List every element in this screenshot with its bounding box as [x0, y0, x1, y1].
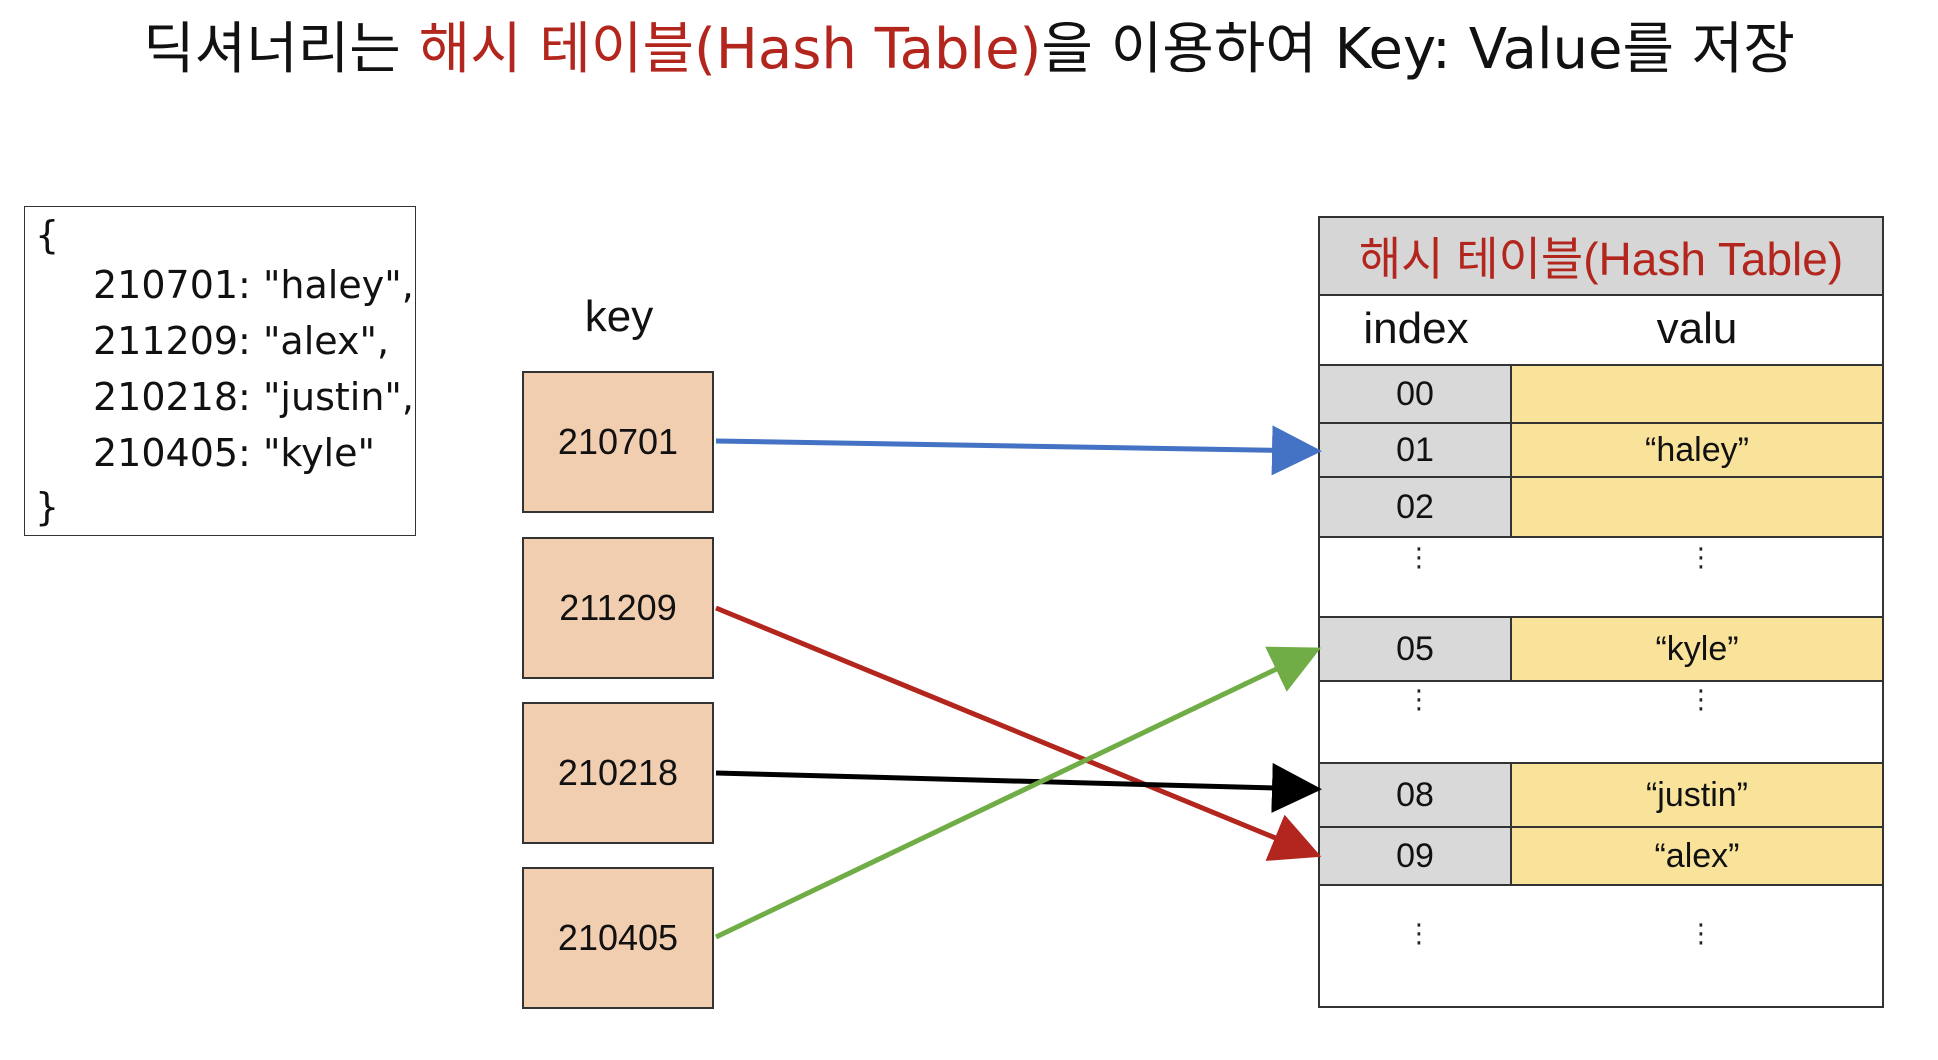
key-column-heading: key	[584, 292, 654, 341]
key-box-211209: 211209	[522, 537, 714, 679]
index-cell: 05	[1320, 616, 1512, 682]
arrow-211209-to-09	[715, 605, 1322, 861]
value-cell: “alex”	[1512, 826, 1882, 886]
key-box-210701: 210701	[522, 371, 714, 513]
dict-entry: 210701: "haley",	[93, 263, 414, 307]
key-box-210405: 210405	[522, 867, 714, 1009]
table-row: 02	[1320, 476, 1882, 538]
key-box-210218: 210218	[522, 702, 714, 844]
value-cell: “haley”	[1512, 422, 1882, 478]
dict-entry: 211209: "alex",	[93, 319, 390, 363]
title-prefix: 딕셔너리는	[143, 17, 419, 82]
table-row: 01 “haley”	[1320, 422, 1882, 478]
index-cell: 00	[1320, 364, 1512, 424]
value-cell: “kyle”	[1512, 616, 1882, 682]
index-cell: 09	[1320, 826, 1512, 886]
hash-table: 해시 테이블(Hash Table) index valu 00 01 “hal…	[1318, 216, 1884, 1008]
arrow-210701-to-01	[715, 425, 1322, 476]
value-cell	[1512, 364, 1882, 424]
table-row: 09 “alex”	[1320, 826, 1882, 886]
table-row: 00	[1320, 364, 1882, 424]
dictionary-literal-box: { 210701: "haley", 211209: "alex", 21021…	[24, 206, 416, 536]
index-cell: 02	[1320, 476, 1512, 538]
index-column-header: index	[1363, 304, 1469, 353]
value-column-header: valu	[1656, 304, 1738, 353]
page-title: 딕셔너리는 해시 테이블(Hash Table)을 이용하여 Key: Valu…	[0, 14, 1938, 86]
title-highlight: 해시 테이블(Hash Table)	[418, 17, 1042, 82]
dict-entry: 210405: "kyle"	[93, 431, 375, 475]
title-suffix: 을 이용하여 Key: Value를 저장	[1041, 17, 1795, 82]
dict-entry: 210218: "justin",	[93, 375, 414, 419]
arrow-210218-to-08	[715, 762, 1322, 813]
dict-close-brace: }	[35, 485, 60, 529]
value-cell	[1512, 476, 1882, 538]
arrow-210405-to-05	[714, 646, 1322, 940]
dict-open-brace: {	[35, 213, 60, 257]
table-row: 05 “kyle”	[1320, 616, 1882, 682]
hash-table-title: 해시 테이블(Hash Table)	[1320, 218, 1882, 296]
